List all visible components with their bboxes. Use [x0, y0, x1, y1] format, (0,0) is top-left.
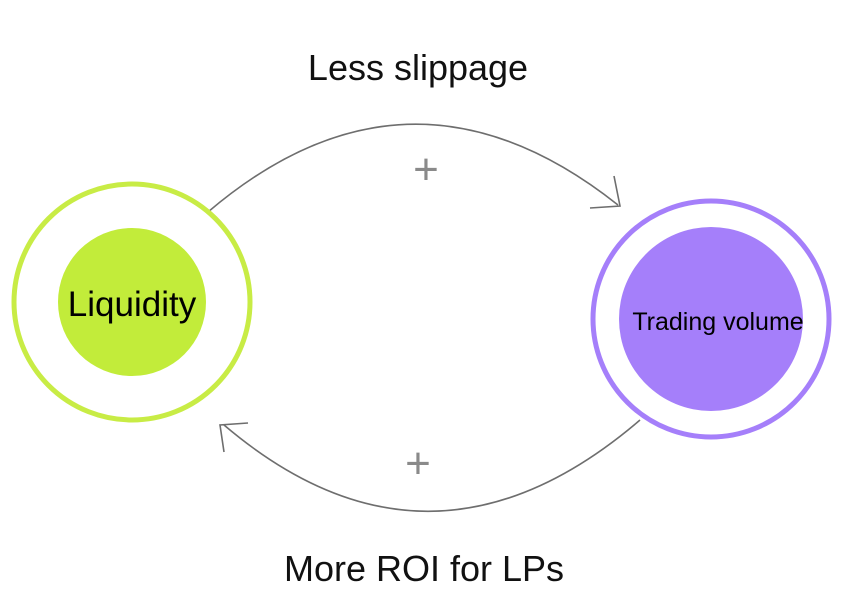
- trading-volume-label: Trading volume: [632, 308, 803, 336]
- top-edge-label: Less slippage: [308, 47, 528, 88]
- bottom-arrow-arc: [223, 419, 641, 512]
- bottom-edge-plus-sign: +: [405, 439, 431, 488]
- bottom-edge-label: More ROI for LPs: [284, 548, 564, 589]
- top-edge-plus-sign: +: [413, 145, 439, 194]
- liquidity-inner-circle: [58, 228, 206, 376]
- liquidity-node: Liquidity: [11, 181, 253, 423]
- top-arrow-head: [589, 175, 621, 209]
- trading-volume-inner-circle: [619, 227, 803, 411]
- top-arrow-arc: [207, 123, 619, 213]
- liquidity-label: Liquidity: [68, 285, 197, 324]
- bottom-arrow-head: [219, 422, 249, 453]
- trading-volume-node: Trading volume: [590, 198, 832, 440]
